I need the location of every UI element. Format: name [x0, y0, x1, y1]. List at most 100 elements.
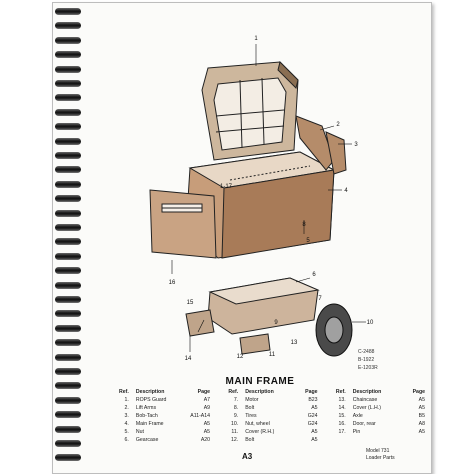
binding-ring [55, 80, 81, 87]
section-title: MAIN FRAME [225, 376, 295, 387]
model-subtitle: Loader Parts [366, 455, 395, 461]
binding-ring [55, 353, 81, 361]
binding-ring [55, 296, 81, 303]
main-frame-drawing [185, 151, 336, 259]
binding-ring [55, 368, 81, 375]
cell-ref [327, 436, 347, 444]
chaincase-drawing [185, 277, 320, 355]
cell-description: ROPS Guard [135, 397, 167, 403]
binding-ring [55, 382, 81, 390]
binding-ring [55, 152, 81, 159]
cell-ref: 13. [338, 397, 346, 403]
binding-ring [55, 65, 81, 73]
cell-description: Bob-Tach [135, 413, 158, 419]
cell-page: G24 [307, 413, 318, 419]
cell-ref: 4. [124, 421, 129, 427]
callout-label: 1 [254, 36, 258, 42]
cell-page: A5 [311, 429, 318, 435]
cell-description: Cover (L.H.) [352, 405, 381, 411]
cell-page [401, 436, 426, 444]
cell-page: A5 [203, 429, 211, 435]
cell-page: A5 [418, 429, 425, 435]
cell-page: A20 [200, 437, 211, 443]
binding-ring [55, 22, 81, 30]
page-number: A3 [242, 452, 253, 461]
binding-ring [55, 180, 81, 188]
callout-label: 5 [306, 238, 310, 244]
cell-ref: 11. [231, 429, 239, 435]
callout-label: 11 [269, 352, 276, 358]
binding-ring [55, 440, 81, 447]
cell-page: A9 [203, 405, 211, 411]
binding-ring [55, 94, 81, 102]
binding-ring [55, 36, 81, 44]
binding-ring [55, 252, 81, 260]
callout-label: 13 [291, 340, 298, 346]
callout-label: 7 [318, 296, 322, 302]
drawing-codes: C-2488 B-1922 E-1203R [358, 348, 418, 372]
binding-ring [55, 411, 81, 419]
binding-ring [55, 238, 81, 246]
cell-page: A5 [418, 397, 425, 403]
header-ref: Ref. [228, 389, 239, 395]
binding-ring [55, 224, 81, 231]
rear-door-drawing [149, 189, 217, 259]
table-header-row: Ref. Description Page Ref. Description P… [110, 388, 426, 396]
header-ref: Ref. [119, 389, 129, 395]
cell-description: Nut [135, 429, 144, 435]
tire-drawing [315, 303, 353, 357]
callout-label: 8 [302, 222, 306, 228]
cell-ref: 8. [233, 405, 239, 411]
binding-ring [55, 209, 81, 217]
cell-description: Nut, wheel [245, 421, 270, 427]
cell-description: Lift Arms [135, 405, 157, 411]
drawing-code: C-2488 [358, 349, 375, 355]
binding-ring [55, 281, 81, 289]
parts-table: Ref. Description Page Ref. Description P… [110, 388, 426, 444]
callout-label: 14 [185, 356, 192, 362]
cell-ref: 17. [338, 429, 346, 435]
cell-description: Bolt [245, 405, 255, 411]
model-footer: Model 731 Loader Parts [366, 448, 426, 462]
cell-description: Axle [352, 413, 363, 419]
binding-ring [55, 137, 81, 145]
callout-label: 2 [336, 122, 340, 128]
binding-ring [55, 396, 81, 404]
cell-description: Door, rear [352, 421, 376, 427]
binding-ring [55, 195, 81, 203]
cell-page: A5 [203, 421, 211, 427]
cell-page: A5 [311, 405, 318, 411]
cell-page: B23 [308, 397, 318, 403]
cell-description: Motor [245, 397, 259, 403]
cell-page: A11-A14 [190, 413, 211, 419]
header-description: Description [135, 389, 165, 395]
lift-arms-drawing [295, 115, 347, 175]
binding-ring [55, 267, 81, 275]
cell-page: B5 [418, 413, 425, 419]
cell-ref: 3. [124, 413, 129, 419]
callout-label: 1-17 [220, 184, 233, 190]
cell-ref: 14. [338, 405, 346, 411]
binding-ring [55, 108, 81, 116]
cell-description: Cover (R.H.) [245, 429, 275, 435]
header-page: Page [305, 389, 318, 395]
callout-label: 9 [274, 320, 278, 326]
cell-description: Tires [245, 413, 257, 419]
cell-ref: 7. [233, 397, 239, 403]
callout-label: 16 [169, 280, 176, 286]
cell-ref: 15. [338, 413, 346, 419]
cell-ref: 1. [124, 397, 129, 403]
cell-ref: 16. [338, 421, 346, 427]
cell-description: Bolt [245, 437, 255, 443]
cell-ref: 12. [231, 437, 239, 443]
callout-label: 12 [237, 354, 244, 360]
cell-page: A7 [203, 397, 211, 403]
cell-ref: 2. [124, 405, 129, 411]
cell-page: A5 [311, 437, 318, 443]
header-page: Page [197, 389, 211, 395]
